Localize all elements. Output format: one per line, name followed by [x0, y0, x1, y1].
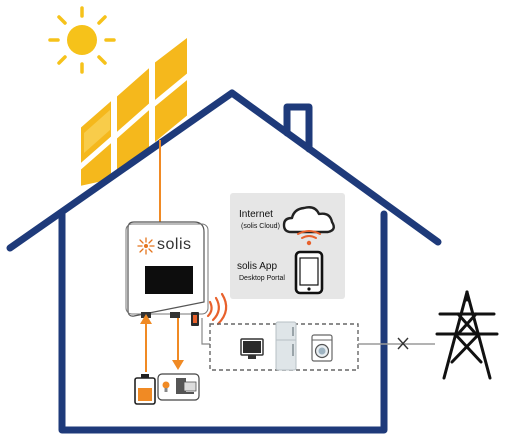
internet-sublabel: (solis Cloud): [241, 223, 280, 230]
inverter-brand-label: solis: [157, 236, 192, 253]
smartphone-icon: [294, 250, 324, 295]
loads-arrow: [172, 318, 184, 370]
app-sublabel: Desktop Portal: [239, 275, 285, 282]
battery-arrow: [140, 314, 152, 372]
breaker-x-icon: [397, 337, 409, 350]
wifi-signal-icon: [206, 292, 228, 326]
solis-logo-icon: [137, 237, 155, 255]
inverter-to-appliances-wire: [201, 318, 210, 345]
solis-inverter: [125, 221, 209, 326]
pc-icon: [176, 378, 197, 394]
cloud-signal-icon: [297, 230, 321, 246]
house-outline: [6, 89, 442, 434]
cloud-monitoring-panel: [230, 193, 345, 299]
bulb-icon: [162, 381, 170, 392]
local-loads-box: [157, 373, 200, 401]
solar-panel-array: [79, 33, 189, 189]
app-label: solis App: [237, 261, 278, 272]
internet-label: Internet: [239, 209, 273, 220]
grid-connection: [358, 337, 435, 350]
cloud-icon: [282, 206, 335, 234]
battery-icon: [134, 374, 156, 405]
washing-machine-icon: [311, 334, 333, 362]
fridge-icon: [275, 321, 297, 371]
power-tower-icon: [435, 290, 499, 380]
tv-icon: [240, 338, 264, 359]
sun-icon: [48, 6, 116, 74]
